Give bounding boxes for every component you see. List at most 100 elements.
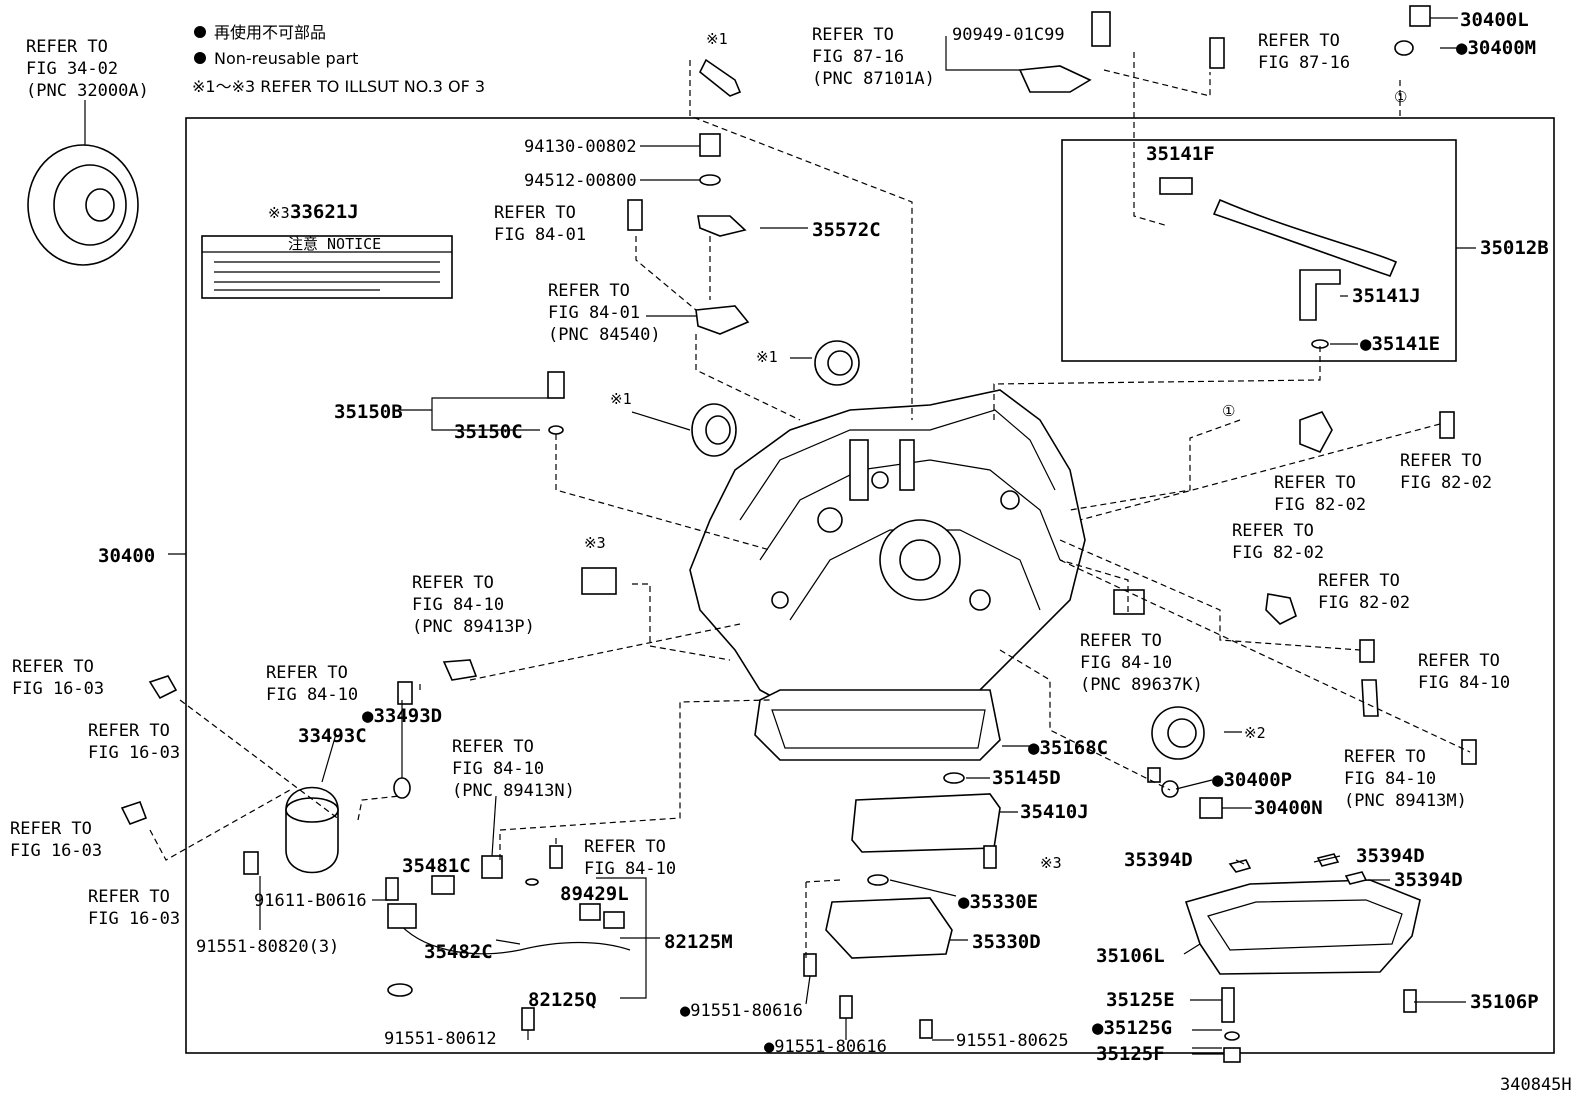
hose-icon — [1212, 198, 1398, 277]
callout-label: FIG 84-10 — [1080, 653, 1172, 673]
nut-icon — [699, 133, 721, 157]
callout-label: ① — [1222, 402, 1235, 420]
gasket-icon — [943, 772, 965, 784]
tag-icon — [581, 567, 617, 595]
callout-label: 35410J — [1020, 801, 1089, 823]
callout-label: 35141F — [1146, 143, 1215, 165]
callout-label: 35106L — [1096, 945, 1165, 967]
legend-japanese: 再使用不可部品 — [214, 23, 326, 42]
bracket-icon — [697, 215, 747, 237]
callout-label: REFER TO — [1400, 451, 1482, 471]
bolt-icon — [1359, 639, 1375, 663]
callout-label: FIG 84-10 — [584, 859, 676, 879]
clamp-icon — [120, 800, 148, 826]
callout-label: REFER TO — [452, 737, 534, 757]
sensor-icon — [1091, 11, 1111, 47]
bolt-icon — [1209, 37, 1225, 69]
callout-label: 30400 — [98, 545, 155, 567]
callout-label: 35330D — [972, 931, 1041, 953]
clamp-icon — [148, 675, 178, 700]
callout-label: REFER TO — [812, 25, 894, 45]
callout-label: 30400L — [1460, 9, 1529, 31]
hose-subassembly-frame — [1061, 139, 1457, 362]
callout-label: REFER TO — [1318, 571, 1400, 591]
callout-label: (PNC 87101A) — [812, 69, 935, 89]
bolt-icon — [549, 845, 563, 869]
callout-label: (PNC 32000A) — [26, 81, 149, 101]
o-ring-icon — [867, 874, 889, 886]
bolt-icon — [698, 58, 742, 97]
connector-icon — [603, 911, 625, 929]
valve-body-icon — [851, 793, 1001, 853]
bolt-icon — [627, 199, 643, 231]
callout-label: ※1 — [610, 390, 632, 408]
callout-label: REFER TO — [26, 37, 108, 57]
connector-icon — [387, 903, 417, 929]
callout-label: 35145D — [992, 767, 1061, 789]
callout-label: 91611-B0616 — [254, 891, 367, 911]
callout-label: 91551-80612 — [384, 1029, 497, 1049]
callout-label: 35150C — [454, 421, 523, 443]
legend-reference-note: ※1～※3 REFER TO ILLSUT NO.3 OF 3 — [192, 77, 485, 96]
callout-label: ●91551-80616 — [764, 1037, 887, 1057]
callout-label: 91551-80625 — [956, 1031, 1069, 1051]
oil-strainer-icon — [825, 897, 953, 959]
callout-label: ※2 — [1244, 724, 1266, 742]
callout-label: ●35168C — [1028, 737, 1108, 759]
callout-label: 82125M — [664, 931, 733, 953]
callout-label: ●35125G — [1092, 1017, 1172, 1039]
callout-label: 30400N — [1254, 797, 1323, 819]
callout-label: ●91551-80616 — [680, 1001, 803, 1021]
notice-label-title: 注意 NOTICE — [288, 235, 381, 253]
callout-label: 35012B — [1480, 237, 1549, 259]
callout-label: ① — [1394, 88, 1407, 106]
callout-label: REFER TO — [1274, 473, 1356, 493]
callout-label: REFER TO — [1080, 631, 1162, 651]
callout-label: 35125F — [1096, 1043, 1165, 1065]
bracket-icon — [1299, 411, 1333, 454]
callout-label: FIG 84-10 — [266, 685, 358, 705]
callout-label: REFER TO — [1258, 31, 1340, 51]
callout-label: 33621J — [290, 201, 359, 223]
gasket-icon — [1394, 40, 1414, 56]
callout-label: ※1 — [706, 30, 728, 48]
callout-label: FIG 82-02 — [1400, 473, 1492, 493]
legend-english: Non-reusable part — [214, 49, 358, 68]
callout-label: 35394D — [1124, 849, 1193, 871]
callout-label: ●30400M — [1456, 37, 1536, 59]
callout-label: FIG 82-02 — [1232, 543, 1324, 563]
legend: 再使用不可部品 Non-reusable part ※1～※3 REFER TO… — [192, 23, 485, 96]
fitting-icon — [1299, 269, 1341, 321]
sensor-icon — [695, 305, 750, 335]
bolt-icon — [243, 851, 259, 875]
non-reusable-dot-icon — [194, 52, 206, 64]
callout-label: 35482C — [424, 941, 493, 963]
callout-label: REFER TO — [548, 281, 630, 301]
callout-label: (PNC 89413N) — [452, 781, 575, 801]
callout-label: REFER TO — [88, 721, 170, 741]
callout-label: ●30400P — [1212, 769, 1292, 791]
callout-label: ●35141E — [1360, 333, 1440, 355]
callout-label: 35572C — [812, 219, 881, 241]
callout-label: 35394D — [1394, 869, 1463, 891]
callout-label: FIG 84-10 — [412, 595, 504, 615]
callout-label: FIG 82-02 — [1318, 593, 1410, 613]
bracket-icon — [1265, 593, 1297, 625]
callout-label: 35125E — [1106, 989, 1175, 1011]
callout-label: FIG 82-02 — [1274, 495, 1366, 515]
callout-label: 35150B — [334, 401, 403, 423]
callout-label: FIG 34-02 — [26, 59, 118, 79]
callout-label: ※1 — [756, 348, 778, 366]
non-reusable-dot-icon — [194, 26, 206, 38]
sensor-icon — [1113, 589, 1145, 615]
plug-icon — [1409, 5, 1431, 27]
drawing-id: 340845H — [1500, 1075, 1572, 1095]
pipe-icon — [1221, 987, 1235, 1023]
callout-label: FIG 87-16 — [812, 47, 904, 67]
wire-harness-icon — [395, 919, 631, 955]
callout-label: REFER TO — [584, 837, 666, 857]
callout-label: 82125Q — [528, 989, 597, 1011]
bolt-icon — [1403, 989, 1417, 1013]
callout-label: 33493C — [298, 725, 367, 747]
